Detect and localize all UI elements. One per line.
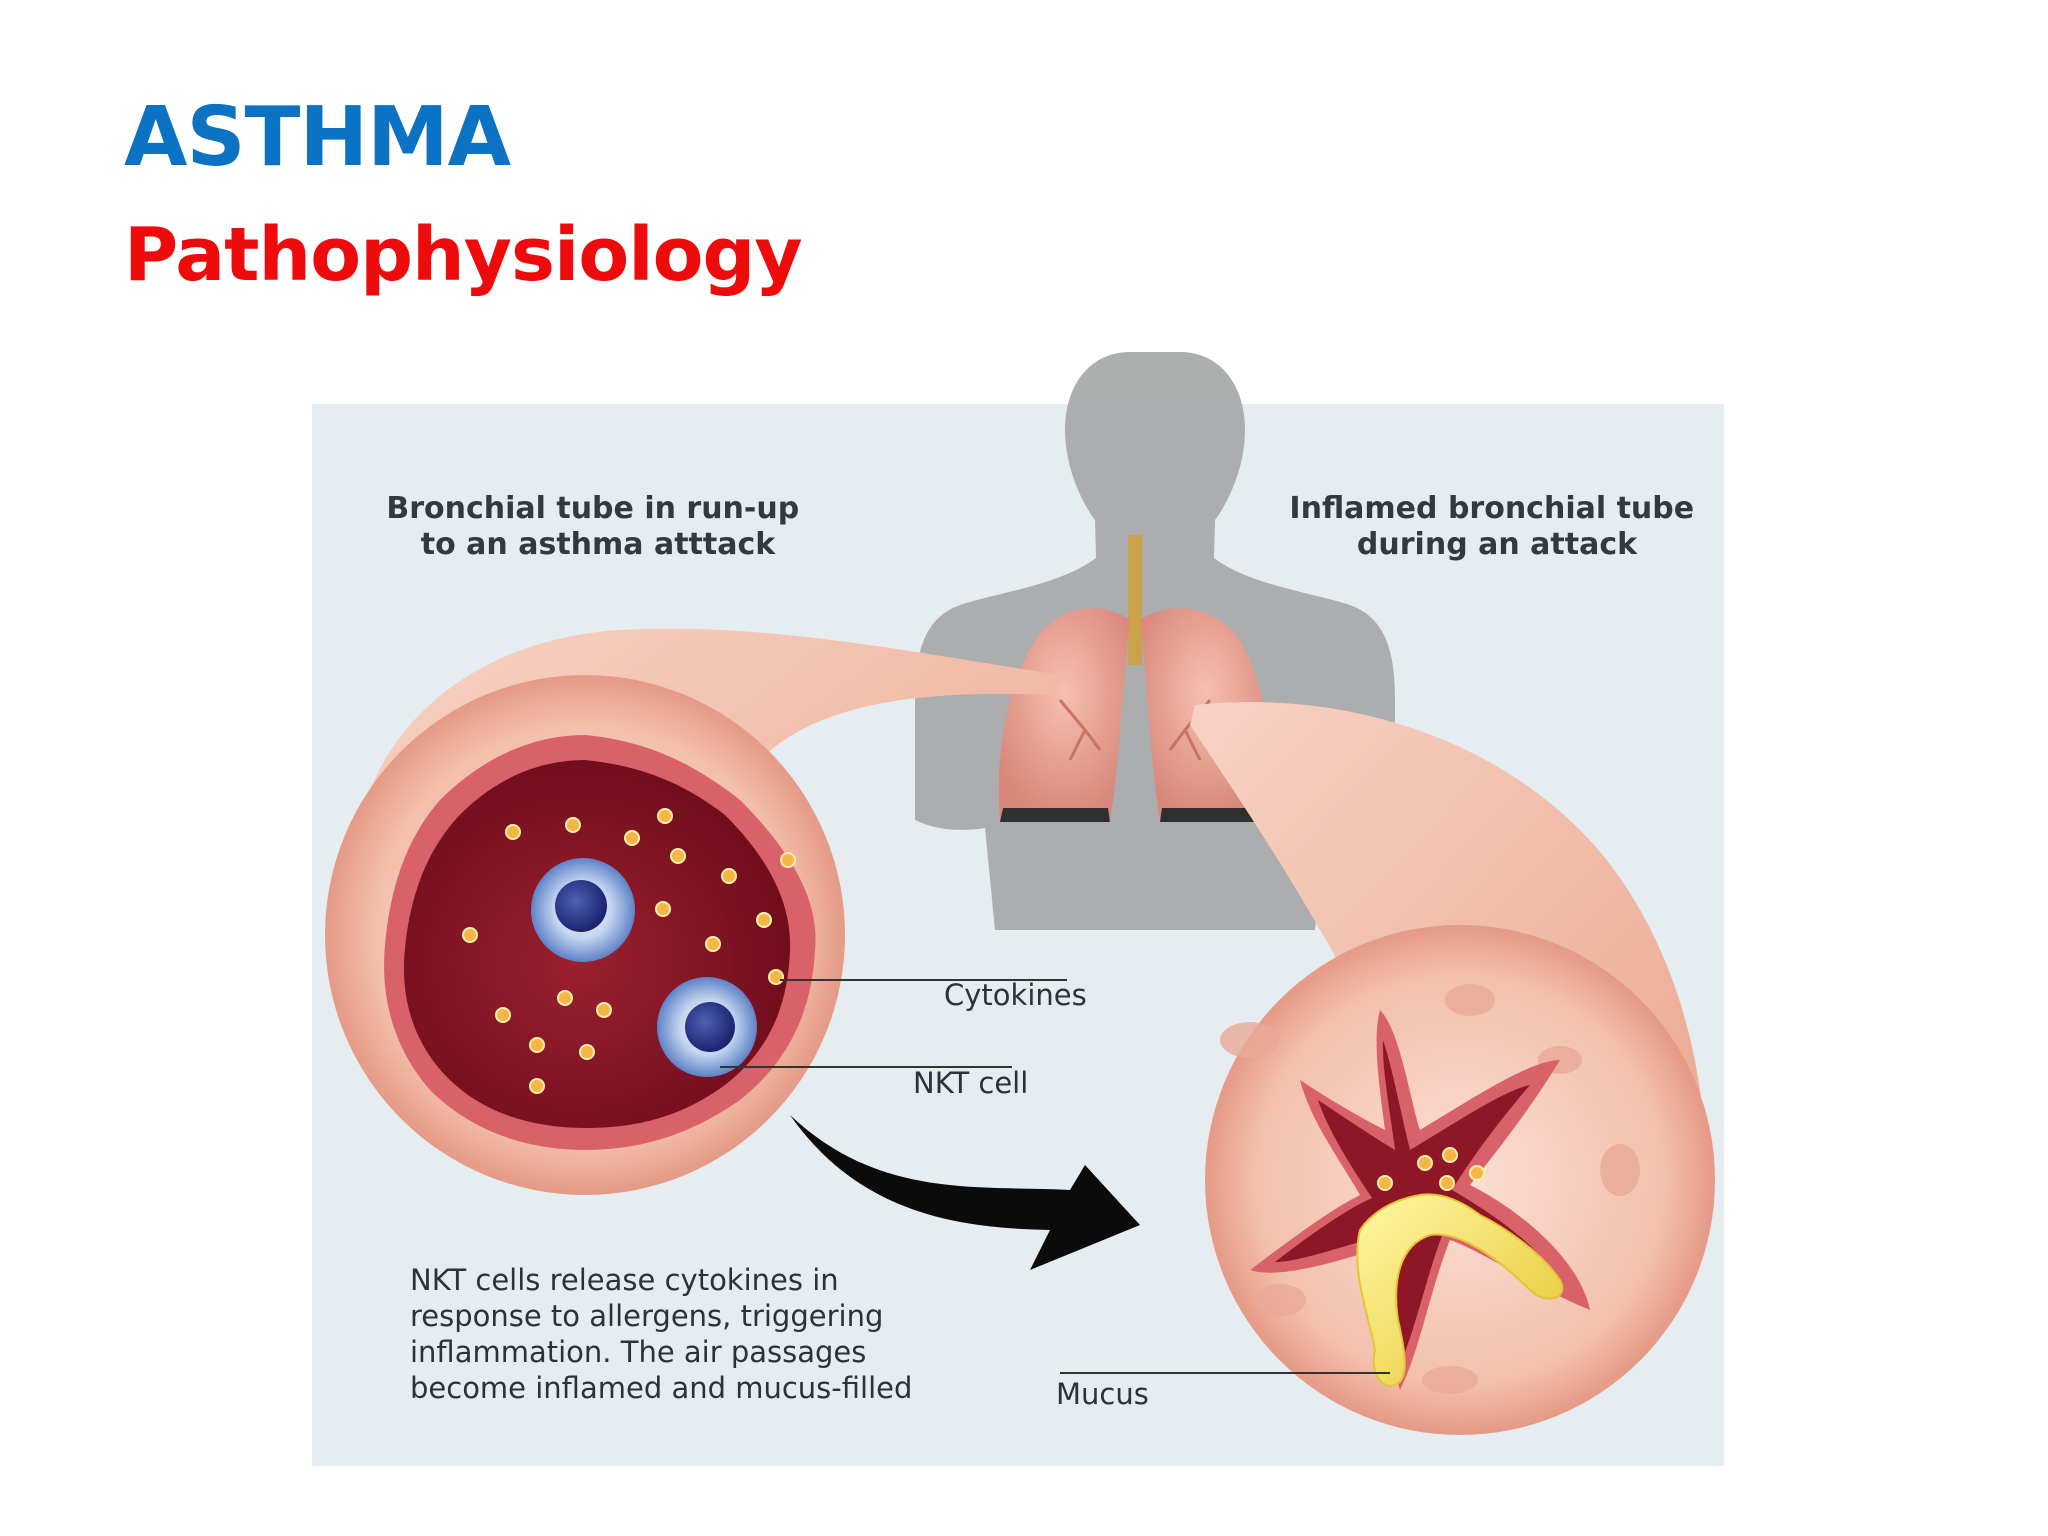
- left-caption: Bronchial tube in run-up to an asthma at…: [386, 491, 809, 562]
- slide-title: ASTHMA: [124, 90, 511, 185]
- progression-arrow: [790, 1115, 1140, 1270]
- right-bronchial-tube: [1190, 701, 1715, 1435]
- nkt-cell: [531, 858, 635, 962]
- tissue-spots: [1220, 984, 1640, 1394]
- cytokine-dots-right: [1377, 1147, 1485, 1191]
- mucus-label: Mucus: [1056, 1377, 1149, 1411]
- description-text: NKT cells release cytokines in response …: [410, 1263, 912, 1405]
- slide-subtitle: Pathophysiology: [124, 212, 803, 298]
- cytokines-label: Cytokines: [944, 978, 1087, 1012]
- nkt-cell-label: NKT cell: [913, 1066, 1028, 1100]
- left-bronchial-tube: [325, 628, 1061, 1195]
- right-caption: Inflamed bronchial tube during an attack: [1289, 491, 1704, 562]
- nkt-cell: [657, 977, 757, 1077]
- cytokine-dots-left: [462, 808, 796, 1094]
